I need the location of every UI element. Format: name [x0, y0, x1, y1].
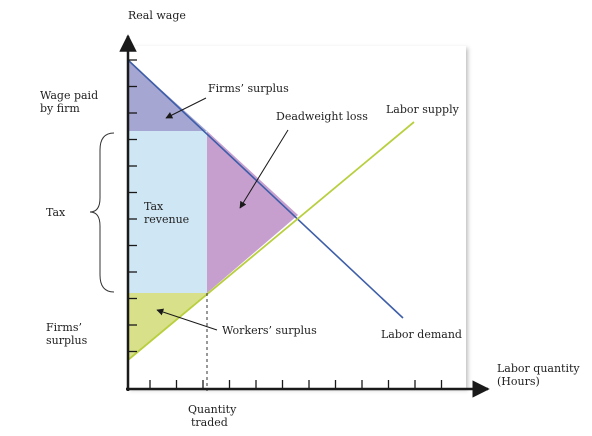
x-axis-ticks — [149, 380, 443, 389]
labor-demand-label: Labor demand — [381, 328, 462, 341]
deadweight-loss-label: Deadweight loss — [276, 110, 368, 123]
labor-demand-line — [127, 59, 404, 319]
tax-revenue-label-line2: revenue — [144, 213, 189, 226]
quantity-traded-label-line2: traded — [191, 416, 228, 429]
firms-surplus-left-label-line2: surplus — [46, 334, 88, 347]
y-axis-ticks — [128, 59, 137, 353]
tax-revenue-label-line1: Tax — [144, 200, 164, 213]
firms-surplus-left-label-line1: Firms’ — [46, 321, 82, 334]
labor-supply-line — [127, 121, 415, 361]
deadweight-loss-region — [207, 131, 298, 293]
deadweight-loss-pointer — [239, 129, 289, 209]
firms-surplus-pointer — [165, 97, 207, 119]
wage-paid-label-line2: by firm — [40, 102, 80, 115]
quantity-traded-label-line1: Quantity — [188, 403, 237, 416]
tax-revenue-region — [128, 131, 207, 293]
workers-surplus-pointer — [156, 308, 218, 331]
firms-surplus-top-label: Firms’ surplus — [208, 82, 289, 95]
workers-surplus-label: Workers’ surplus — [222, 324, 317, 337]
tax-brace — [89, 132, 115, 293]
tax-label: Tax — [46, 206, 66, 219]
y-axis-label: Real wage — [128, 9, 186, 22]
x-axis-label-line2: (Hours) — [497, 375, 540, 388]
x-axis-label-line1: Labor quantity — [497, 362, 580, 375]
labor-supply-label: Labor supply — [386, 103, 460, 116]
wage-paid-label-line1: Wage paid — [40, 89, 98, 102]
